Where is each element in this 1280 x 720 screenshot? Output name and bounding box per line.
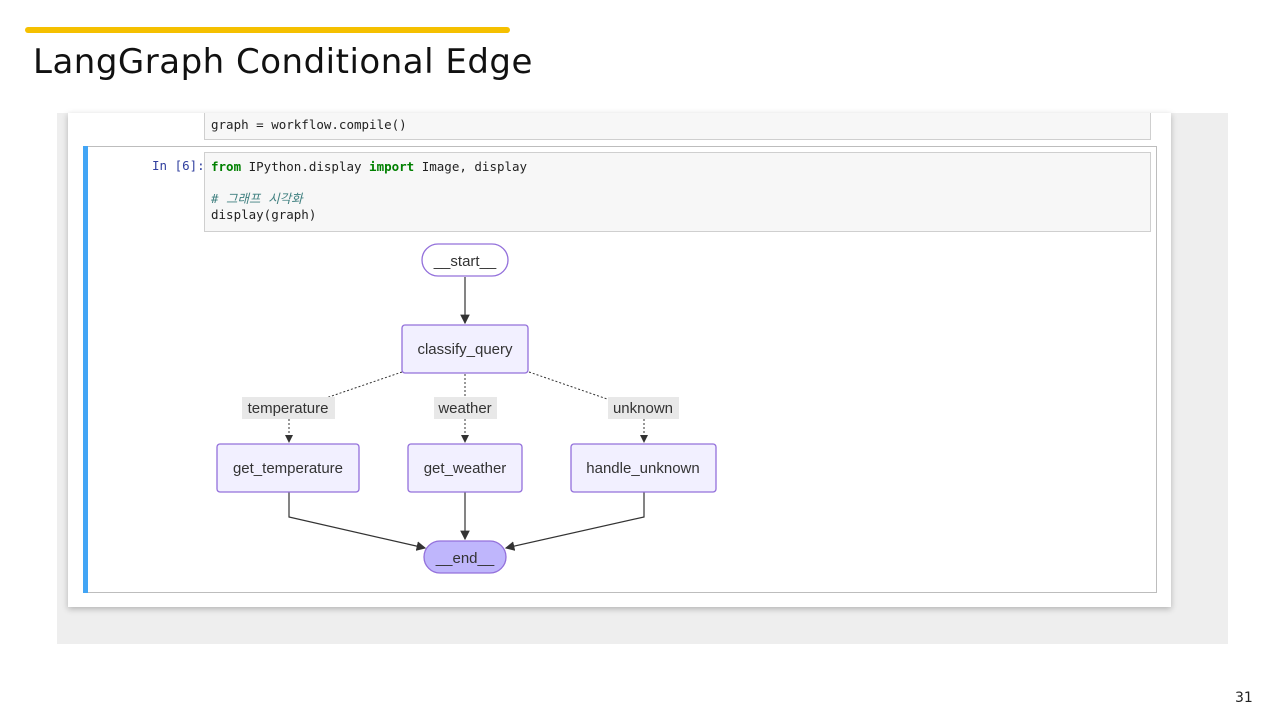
svg-text:handle_unknown: handle_unknown: [586, 460, 699, 477]
edge-label-temperature: temperature: [242, 397, 335, 419]
node-handle-unknown: handle_unknown: [570, 443, 717, 493]
code-line-1: from IPython.display import Image, displ…: [211, 159, 1144, 175]
code-input[interactable]: from IPython.display import Image, displ…: [204, 152, 1151, 232]
cell-selection-bar: [83, 146, 88, 593]
edge-label-weather: weather: [434, 397, 497, 419]
code-text: IPython.display: [241, 159, 370, 174]
svg-text:get_temperature: get_temperature: [233, 460, 343, 477]
edge-to-end: [504, 492, 645, 551]
page-number: 31: [1235, 690, 1253, 706]
node-end: __end__: [423, 540, 507, 574]
slide-title: LangGraph Conditional Edge: [33, 42, 533, 82]
svg-text:unknown: unknown: [613, 400, 673, 417]
edge-label-unknown: unknown: [608, 397, 679, 419]
code-comment: # 그래프 시각화: [211, 191, 303, 206]
edge-to-end: [288, 492, 427, 551]
keyword: from: [211, 159, 242, 174]
cell-prompt: In [6]:: [152, 158, 205, 173]
node-get-weather: get_weather: [407, 443, 523, 493]
edge-dotted: [319, 371, 403, 401]
svg-text:classify_query: classify_query: [417, 341, 513, 358]
keyword: import: [369, 159, 415, 174]
code-line: graph = workflow.compile(): [211, 117, 407, 132]
title-accent-bar: [25, 27, 510, 33]
code-text: Image, display: [414, 159, 528, 174]
svg-text:weather: weather: [437, 400, 491, 417]
svg-text:temperature: temperature: [248, 400, 329, 417]
node-get-temperature: get_temperature: [216, 443, 360, 493]
edge-dotted: [528, 371, 611, 401]
node-classify-query: classify_query: [401, 324, 529, 374]
svg-text:__end__: __end__: [435, 550, 495, 567]
code-line-4: display(graph): [211, 207, 317, 222]
code-cell-previous[interactable]: graph = workflow.compile(): [204, 113, 1151, 140]
svg-text:get_weather: get_weather: [424, 460, 507, 477]
node-start: __start__: [421, 243, 509, 277]
svg-text:__start__: __start__: [433, 253, 497, 270]
